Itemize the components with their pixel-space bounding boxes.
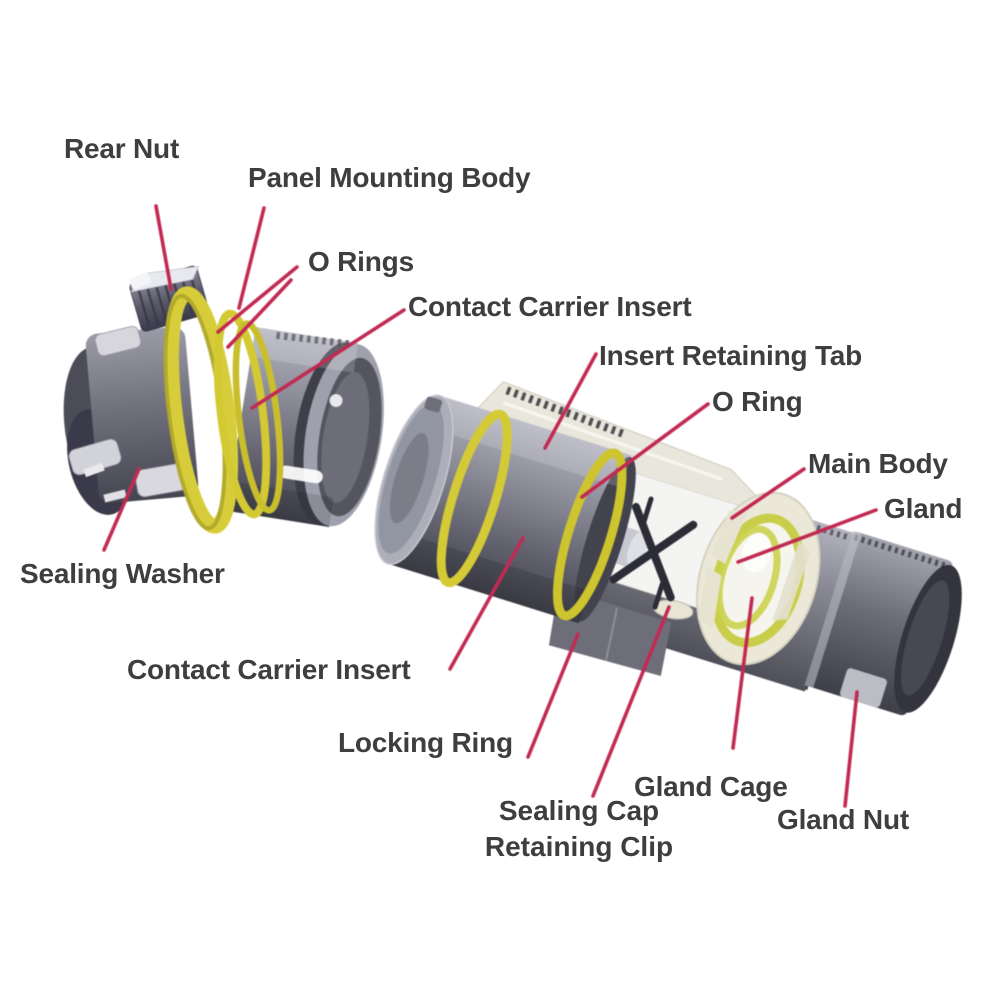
leader-panel-mounting-body — [237, 206, 266, 310]
label-rear-nut: Rear Nut — [64, 133, 180, 164]
label-panel-mounting-body: Panel Mounting Body — [248, 162, 531, 193]
leader-o-rings-2 — [226, 278, 293, 349]
contact-carrier-insert-part — [374, 394, 636, 624]
label-sealing-cap-line1: Sealing Cap — [498, 795, 660, 826]
leader-gland — [736, 508, 878, 564]
leader-o-ring — [580, 402, 710, 499]
label-sealing-washer: Sealing Washer — [20, 558, 225, 589]
body-lug-top — [94, 325, 142, 357]
leader-insert-retaining-tab — [543, 352, 598, 450]
label-insert-retaining-tab: Insert Retaining Tab — [599, 340, 863, 371]
label-main-body: Main Body — [808, 448, 948, 479]
rear-face-slot-2 — [103, 489, 127, 503]
leader-o-rings-1 — [216, 265, 299, 334]
leader-gland-nut — [843, 690, 859, 808]
label-gland-cage: Gland Cage — [634, 771, 788, 802]
gland-nut-notch — [840, 668, 888, 708]
left-assembly-panel-mounting-body — [63, 265, 384, 534]
leader-lines — [102, 204, 878, 808]
insert-o-ring-2 — [552, 448, 627, 621]
label-sealing-cap-retaining-clip: Sealing Cap Retaining Clip — [459, 793, 699, 865]
label-o-ring: O Ring — [712, 386, 803, 417]
leader-locking-ring — [526, 632, 580, 759]
o-ring-part-2 — [232, 320, 284, 514]
leader-contact-carrier-insert-top — [250, 308, 406, 410]
label-gland-nut: Gland Nut — [777, 804, 909, 835]
label-retaining-clip-line2: Retaining Clip — [484, 831, 674, 862]
insert-keyway — [424, 396, 443, 413]
leader-main-body — [730, 467, 806, 520]
label-contact-carrier-insert-bottom: Contact Carrier Insert — [127, 654, 411, 685]
barrel-highlight-dot — [329, 393, 343, 407]
barrel-highlight-slot — [279, 465, 323, 484]
cage-bar-2 — [697, 566, 722, 630]
rear-face-slot-1 — [83, 462, 105, 478]
label-contact-carrier-insert-top: Contact Carrier Insert — [408, 291, 692, 322]
leader-sealing-cap-retaining-clip — [591, 605, 671, 798]
leader-gland-cage — [731, 596, 754, 750]
label-o-rings: O Rings — [308, 246, 414, 277]
cage-bar-3 — [772, 541, 811, 621]
rear-nut-part — [129, 265, 209, 332]
thread-serration — [276, 331, 351, 348]
leader-sealing-washer — [102, 467, 141, 552]
leader-rear-nut — [154, 204, 173, 291]
cage-bar-1 — [710, 510, 749, 565]
label-gland: Gland — [884, 493, 963, 524]
gland-nut-part — [804, 530, 962, 716]
label-locking-ring: Locking Ring — [338, 727, 513, 758]
right-assembly-main-body — [374, 381, 962, 716]
insert-o-ring-1 — [436, 409, 512, 588]
leader-contact-carrier-insert-bottom — [448, 536, 525, 671]
o-ring-part-1 — [213, 309, 271, 519]
